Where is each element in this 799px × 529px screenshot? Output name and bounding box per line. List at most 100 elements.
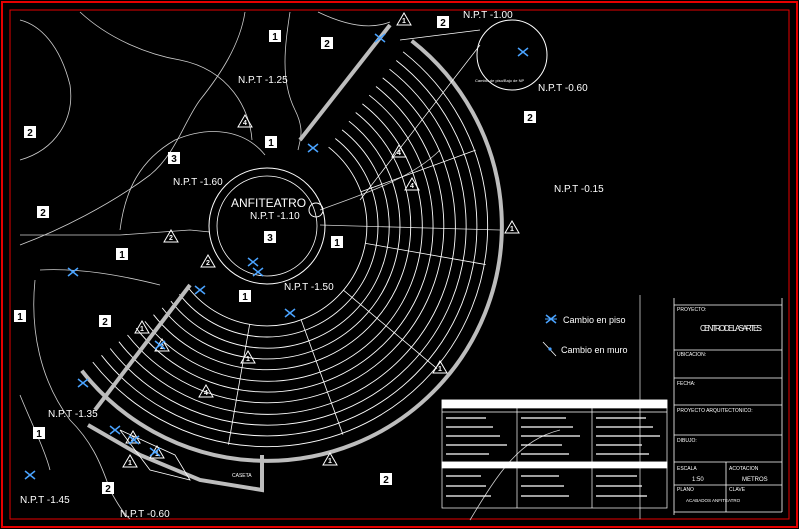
bleacher-ring [187, 146, 368, 327]
bleacher-rings [92, 51, 489, 448]
detail-leader [359, 44, 481, 201]
section-marker: 2 [163, 229, 179, 243]
tb-proyecto: CENTRO DE LAS ARTES [700, 324, 762, 333]
svg-text:1: 1 [328, 458, 332, 465]
detail-leader-2 [399, 29, 481, 41]
zone-tag: 1 [33, 427, 45, 440]
svg-text:2: 2 [102, 317, 108, 328]
inner-frame [9, 9, 790, 520]
zone-tag: 1 [239, 290, 251, 303]
svg-text:4: 4 [397, 150, 401, 157]
zone-tag: 3 [264, 231, 276, 244]
bleacher-ring [92, 51, 489, 448]
zone-tag: 1 [331, 236, 343, 249]
zone-tag: 2 [99, 315, 111, 328]
level-bottom: N.P.T -0.60 [120, 509, 170, 520]
detail-circle [476, 19, 548, 91]
section-marker: 1 [134, 320, 150, 334]
floor-change-marker [307, 143, 319, 153]
section-marker: 1 [322, 452, 338, 466]
radial-aisles [228, 149, 486, 445]
svg-text:2: 2 [324, 39, 330, 50]
zone-tags: 1 2 3 2 2 1 1 3 1 1 2 1 1 2 2 2 2 [14, 16, 536, 495]
svg-text:2: 2 [383, 475, 389, 486]
outer-wall [80, 39, 504, 463]
amphitheater-title: ANFITEATRO [231, 196, 306, 210]
tb-acotacion-label: ACOTACION [729, 466, 759, 472]
svg-text:2: 2 [27, 128, 33, 139]
svg-text:4: 4 [410, 183, 414, 190]
svg-text:1: 1 [17, 312, 23, 323]
tb-proyecto-label: PROYECTO: [677, 307, 706, 313]
section-marker: 1 [240, 350, 256, 364]
zone-tag: 1 [116, 248, 128, 261]
aisle-line [343, 289, 438, 370]
aisle-line [300, 319, 344, 435]
bleacher-ring [161, 120, 401, 360]
zone-tag: 2 [102, 482, 114, 495]
svg-text:2: 2 [527, 113, 533, 124]
aisle-line [360, 149, 476, 193]
aisle-line [365, 242, 486, 265]
level-right-upper: N.P.T -0.60 [538, 83, 588, 94]
zone-tag: 2 [321, 37, 333, 50]
level-center: N.P.T -1.10 [250, 211, 300, 222]
zone-tag: 2 [37, 206, 49, 219]
section-marker: 4 [237, 114, 253, 128]
section-marker: 4 [404, 177, 420, 191]
tb-fecha-label: FECHA: [677, 381, 695, 387]
svg-text:1: 1 [119, 250, 125, 261]
floor-change-legend-icon [545, 314, 557, 324]
floor-change-marker [154, 340, 166, 350]
bleacher-ring [144, 103, 423, 382]
level-lower-left: N.P.T -1.35 [48, 409, 98, 420]
svg-text:1: 1 [242, 292, 248, 303]
floor-change-marker [284, 308, 296, 318]
floor-change-marker [109, 425, 121, 435]
section-marker: 1 [122, 454, 138, 468]
legend-wall-change: Cambio en muro [561, 345, 628, 355]
section-marker: 1 [432, 360, 448, 374]
zone-tag: 2 [524, 111, 536, 124]
zone-tag: 1 [269, 30, 281, 43]
svg-text:1: 1 [246, 356, 250, 363]
svg-text:1: 1 [36, 429, 42, 440]
section-marker: 4 [391, 144, 407, 158]
level-upper-left: N.P.T -1.25 [238, 75, 288, 86]
tb-ubicacion-label: UBICACION: [677, 352, 706, 358]
level-bottom-left: N.P.T -1.45 [20, 495, 70, 506]
bleacher-ring [101, 60, 478, 437]
outer-wall-arc [80, 39, 504, 463]
bleacher-ring [170, 129, 390, 349]
bleacher-ring [109, 68, 467, 426]
svg-text:4: 4 [204, 390, 208, 397]
floor-change-marker [67, 267, 79, 277]
svg-text:1: 1 [128, 460, 132, 467]
svg-text:1: 1 [140, 326, 144, 333]
floor-change-marker [24, 470, 36, 480]
entrance-wall [87, 423, 264, 493]
zone-tag: 2 [24, 126, 36, 139]
svg-text:3: 3 [267, 233, 273, 244]
tb-arquitecto-label: PROYECTO ARQUITECTONICO: [677, 408, 753, 414]
bleacher-ring [118, 77, 456, 415]
finishes-table [441, 399, 668, 509]
zone-tag: 1 [14, 310, 26, 323]
wall-change-legend-icon [542, 341, 557, 357]
level-below-stage: N.P.T -1.50 [284, 282, 334, 293]
tb-escala: 1:50 [692, 477, 704, 483]
bottom-side-wall [93, 283, 192, 412]
bleacher-ring [179, 138, 379, 338]
tb-dibujo-label: DIBUJO: [677, 438, 697, 444]
floor-change-marker [252, 267, 264, 277]
tb-acotacion: METROS [742, 477, 768, 483]
zone-tag: 3 [168, 152, 180, 165]
floor-change-marker [374, 33, 386, 43]
zone-tag: 2 [437, 16, 449, 29]
svg-text:2: 2 [206, 260, 210, 267]
section-marker: 1 [396, 12, 412, 26]
svg-text:3: 3 [171, 154, 177, 165]
finishes-table-rows [446, 417, 660, 497]
tb-escala-label: ESCALA [677, 466, 697, 472]
